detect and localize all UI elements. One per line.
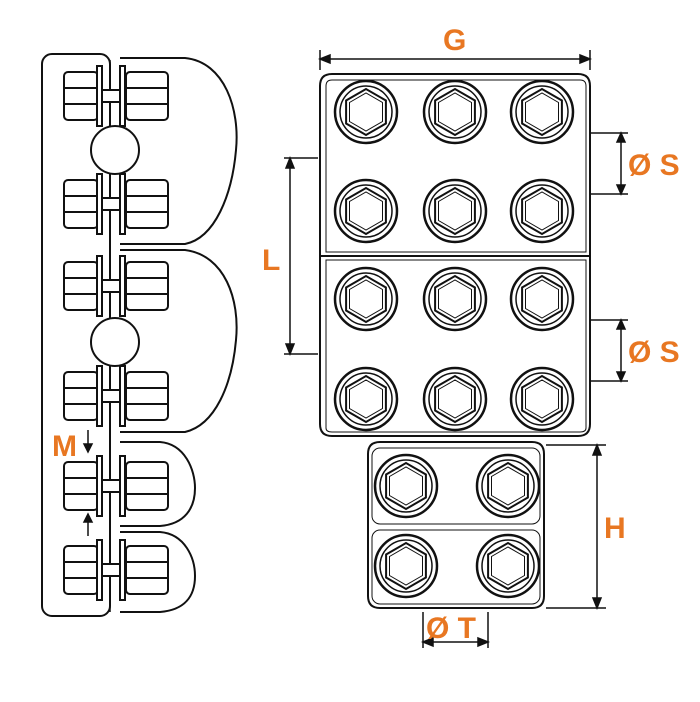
side-bolt-6 [63,539,169,601]
side-bolt-4 [63,365,169,427]
tongue-width-label: Ø T [426,612,476,645]
width-label: G [443,24,466,57]
front-bolt-3 [509,79,575,145]
lower-lobe-2 [120,531,197,613]
side-bolt-1 [63,65,169,127]
bolt-hole-middle [90,317,140,367]
front-view-inner-plate-lower [325,259,587,433]
bolt-diameter-label-lower: Ø S [628,336,680,369]
front-bolt-9 [509,266,575,332]
tongue-plate-upper [371,447,541,525]
bolt-diameter-label-upper: Ø S [628,149,680,182]
side-bolt-stack [63,65,169,601]
tongue-bolt-3 [373,533,439,599]
front-bolt-5 [422,178,488,244]
middle-lobe [120,249,238,433]
dimension-g [317,50,593,70]
side-bolt-2 [63,173,169,235]
tongue-outline [367,441,545,609]
front-bolt-10 [333,366,399,432]
upper-lobe [120,57,238,245]
tongue-bolt-4 [475,533,541,599]
side-bolt-3 [63,255,169,317]
dimension-l [284,155,318,357]
side-view [41,53,238,617]
front-bolt-4 [333,178,399,244]
bolt-hole-upper [90,125,140,175]
front-bolt-8 [422,266,488,332]
front-view-outline [319,73,591,437]
dimension-s-upper [590,131,628,196]
dimension-s-lower [590,318,628,383]
dimension-t [420,612,491,648]
front-bolt-grid [333,79,575,432]
dimension-h [546,442,606,611]
front-bolt-6 [509,178,575,244]
front-bolt-11 [422,366,488,432]
front-bolt-2 [422,79,488,145]
front-bolt-12 [509,366,575,432]
tongue-bolt-1 [373,453,439,519]
lower-lobe-1 [120,441,197,527]
side-bolt-5 [63,455,169,517]
dimension-m [82,430,94,536]
spacing-label: M [52,430,77,463]
front-view [319,73,591,609]
height-label: H [604,512,626,545]
front-bolt-1 [333,79,399,145]
tongue-bolt-grid [373,453,541,599]
front-bolt-7 [333,266,399,332]
front-view-inner-plate [325,79,587,253]
tongue-bolt-2 [475,453,541,519]
length-label: L [262,244,280,277]
